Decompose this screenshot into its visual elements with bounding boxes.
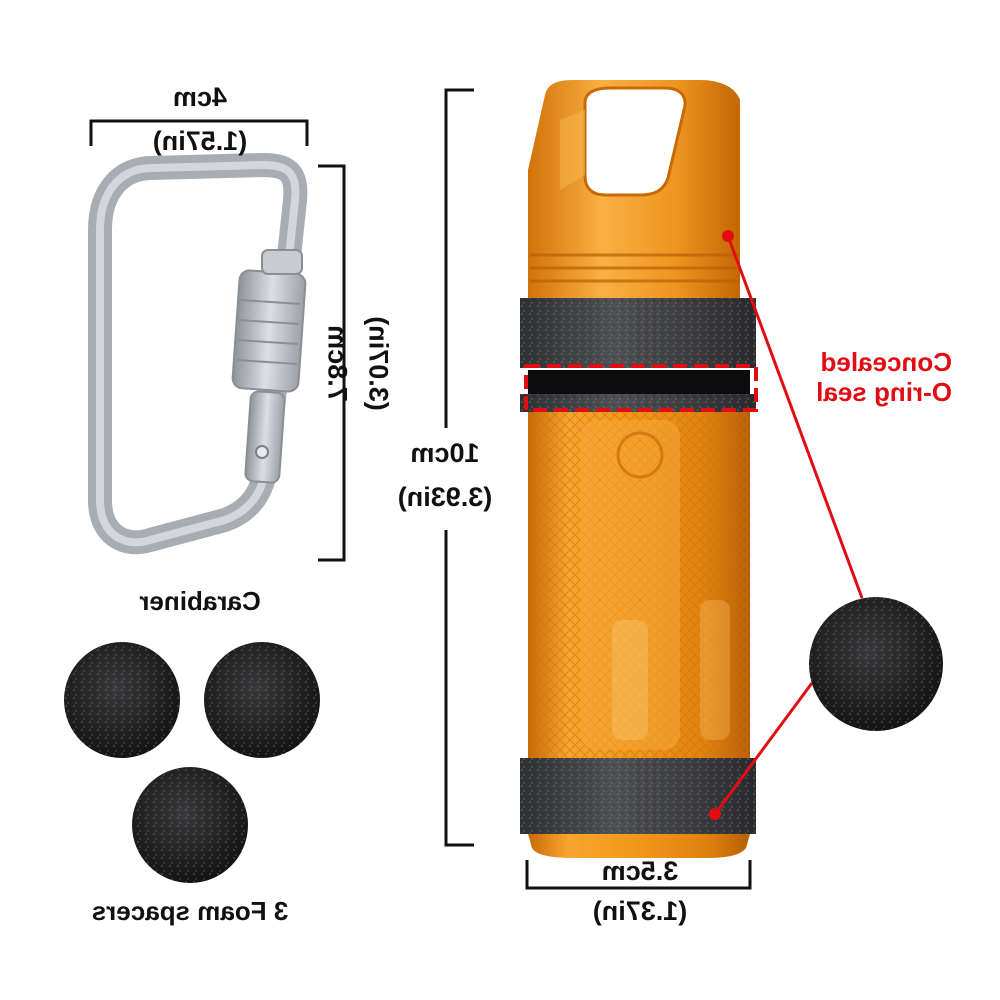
foam-spacers-label: 3 Foam spacers bbox=[91, 896, 289, 926]
callout-dot bbox=[709, 808, 721, 820]
capsule-height-cm: 10cm bbox=[410, 438, 480, 468]
capsule-height-in: (3.93in) bbox=[397, 482, 493, 512]
capsule-diameter-bracket bbox=[525, 860, 752, 890]
o-ring-seal-callout: Concealed O-ring seal bbox=[816, 347, 952, 407]
foam-spacer bbox=[132, 767, 248, 883]
callout-dot bbox=[722, 230, 734, 242]
carabiner-label: Carabiner bbox=[139, 586, 261, 616]
foam-spacer-closeup bbox=[809, 597, 943, 731]
callout-lines bbox=[713, 235, 864, 815]
carabiner-height-in: (3.07in) bbox=[363, 316, 394, 411]
waterproof-capsule bbox=[520, 80, 756, 858]
carabiner bbox=[88, 153, 308, 555]
capsule-height-bracket bbox=[444, 88, 474, 847]
foam-spacers bbox=[64, 642, 320, 883]
carabiner-width-bracket bbox=[89, 119, 309, 146]
carabiner-height-cm: 7.8cm bbox=[322, 325, 353, 402]
foam-spacer bbox=[204, 642, 320, 758]
foam-spacer bbox=[64, 642, 180, 758]
carabiner-width-cm: 4cm bbox=[172, 82, 228, 112]
capsule-diameter-in: (1.37in) bbox=[592, 896, 688, 926]
carabiner-height-bracket bbox=[318, 164, 346, 562]
carabiner-width-in: (1.57in) bbox=[152, 126, 248, 156]
o-ring-highlight-box bbox=[524, 364, 758, 412]
capsule-diameter-cm: 3.5cm bbox=[601, 856, 679, 886]
